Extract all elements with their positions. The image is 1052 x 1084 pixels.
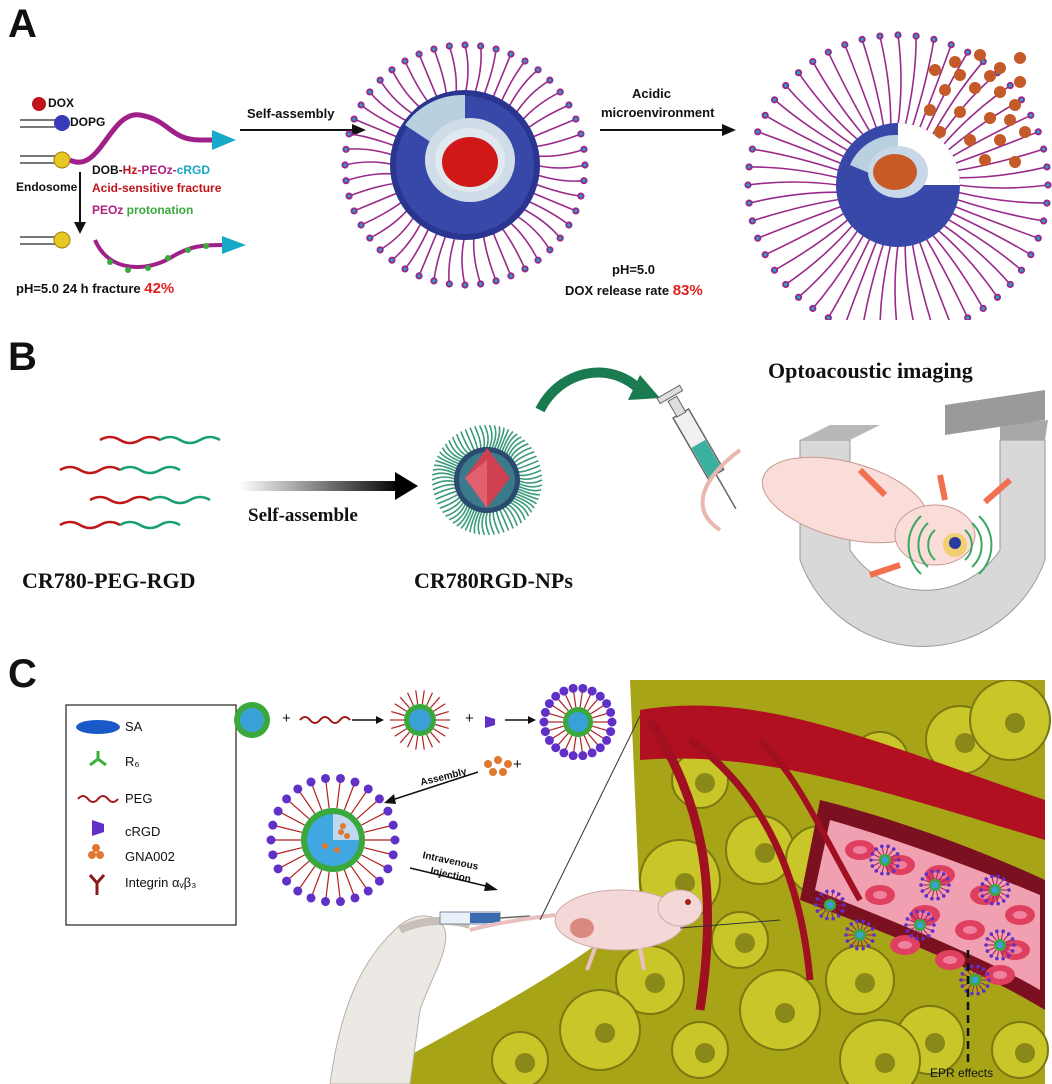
polymer-part-crgd: cRGD	[176, 163, 211, 177]
polymer-part-hz: Hz-	[122, 163, 142, 177]
cr780rgd-nps-label: CR780RGD-NPs	[414, 568, 573, 593]
release-text: DOX release rate	[565, 283, 673, 298]
legend-label-integrin: Integrin αᵥβ₃	[125, 875, 197, 890]
peg-icon	[77, 795, 119, 803]
epr-effects-label: EPR effects	[930, 1066, 994, 1080]
gna002-cluster-icon	[484, 756, 512, 776]
plus-sign-1: +	[282, 710, 291, 727]
optoacoustic-imaging-label: Optoacoustic imaging	[768, 358, 973, 383]
syringe-icon-c	[439, 911, 531, 925]
polymer-name-label: DOB-Hz-PEOz-cRGD	[92, 163, 210, 177]
cr780-peg-rgd-strands	[59, 435, 221, 530]
acidic-label-line2: microenvironment	[601, 105, 715, 120]
panel-b-graphic	[59, 367, 1048, 647]
fractured-lipid-icon	[20, 231, 71, 249]
self-assembly-label: Self-assembly	[247, 106, 335, 121]
laser-beam-icon	[857, 467, 1012, 578]
mouse-icon	[700, 448, 976, 566]
dox-legend-label: DOX	[48, 96, 75, 110]
r6-icon	[89, 751, 107, 767]
polymer-chain-intact	[68, 112, 215, 165]
fracture-text: pH=5.0 24 h fracture	[16, 281, 145, 296]
polymer-part-dob: DOB-	[92, 163, 123, 177]
protonation-label: PEOz protonation	[92, 203, 193, 217]
cr780rgd-nanoparticle	[431, 424, 543, 536]
release-value: 83%	[672, 282, 703, 299]
dob-lipid-icon	[20, 151, 71, 169]
protonation-peoz: PEOz	[92, 203, 124, 217]
legend-label-sa: SA	[125, 719, 143, 734]
crgd-icon	[92, 820, 104, 836]
polymer-part-peoz: PEOz-	[141, 163, 177, 177]
legend-label-crgd: cRGD	[125, 824, 161, 839]
crgd-pegylated-core	[539, 683, 617, 761]
panel-c-graphic	[65, 680, 1051, 1084]
acidic-label-line1: Acidic	[632, 86, 672, 101]
tumor-tissue-background	[360, 680, 1051, 1084]
assembly-arrow	[391, 771, 479, 801]
crgd-triangle-icon	[212, 130, 236, 150]
panel-letter-a: A	[8, 2, 37, 46]
legend-label-gna002: GNA002	[125, 849, 175, 864]
sa-icon	[76, 720, 120, 734]
panel-letter-b: B	[8, 335, 37, 379]
crgd-small-icon	[485, 716, 495, 728]
peg-chain-icon	[299, 716, 351, 724]
dopg-lipid-icon	[20, 115, 70, 131]
integrin-icon	[88, 874, 106, 895]
plus-sign-3: +	[513, 756, 522, 773]
legend-label-r6: R₆	[125, 754, 140, 769]
gna002-icon	[88, 844, 104, 859]
panel-letter-c: C	[8, 652, 37, 696]
injection-curve-arrow	[535, 367, 644, 413]
optoacoustic-scanner-icon	[799, 390, 1048, 647]
self-assemble-label: Self-assemble	[248, 505, 358, 526]
fracture-value: 42%	[144, 280, 175, 297]
fracture-caption: pH=5.0 24 h fracture 42%	[16, 280, 174, 297]
self-assemble-arrow	[240, 481, 400, 491]
acoustic-wave-icon	[907, 515, 993, 575]
dox-legend-icon	[32, 97, 46, 111]
plus-sign-2: +	[465, 710, 474, 727]
panel-a-graphic	[20, 31, 1052, 320]
sa-r6-core	[234, 702, 270, 738]
gna002-loaded-nanoparticle	[266, 773, 400, 907]
release-caption: DOX release rate 83%	[565, 282, 703, 299]
cr780-peg-rgd-label: CR780-PEG-RGD	[22, 568, 196, 593]
mouse-icon-c	[469, 889, 703, 971]
micelle-releasing	[744, 31, 1052, 320]
ph-label: pH=5.0	[612, 262, 655, 277]
dopg-legend-label: DOPG	[70, 115, 106, 129]
legend-box	[65, 704, 237, 926]
pegylated-core	[390, 690, 450, 750]
acid-fracture-label: Acid-sensitive fracture	[92, 181, 222, 195]
protonation-word: protonation	[123, 203, 194, 217]
released-dox-particles	[924, 49, 1031, 168]
endosome-label: Endosome	[16, 180, 78, 194]
injection-arrow	[409, 867, 491, 888]
micelle-intact	[341, 41, 589, 289]
legend-label-peg: PEG	[125, 791, 153, 806]
